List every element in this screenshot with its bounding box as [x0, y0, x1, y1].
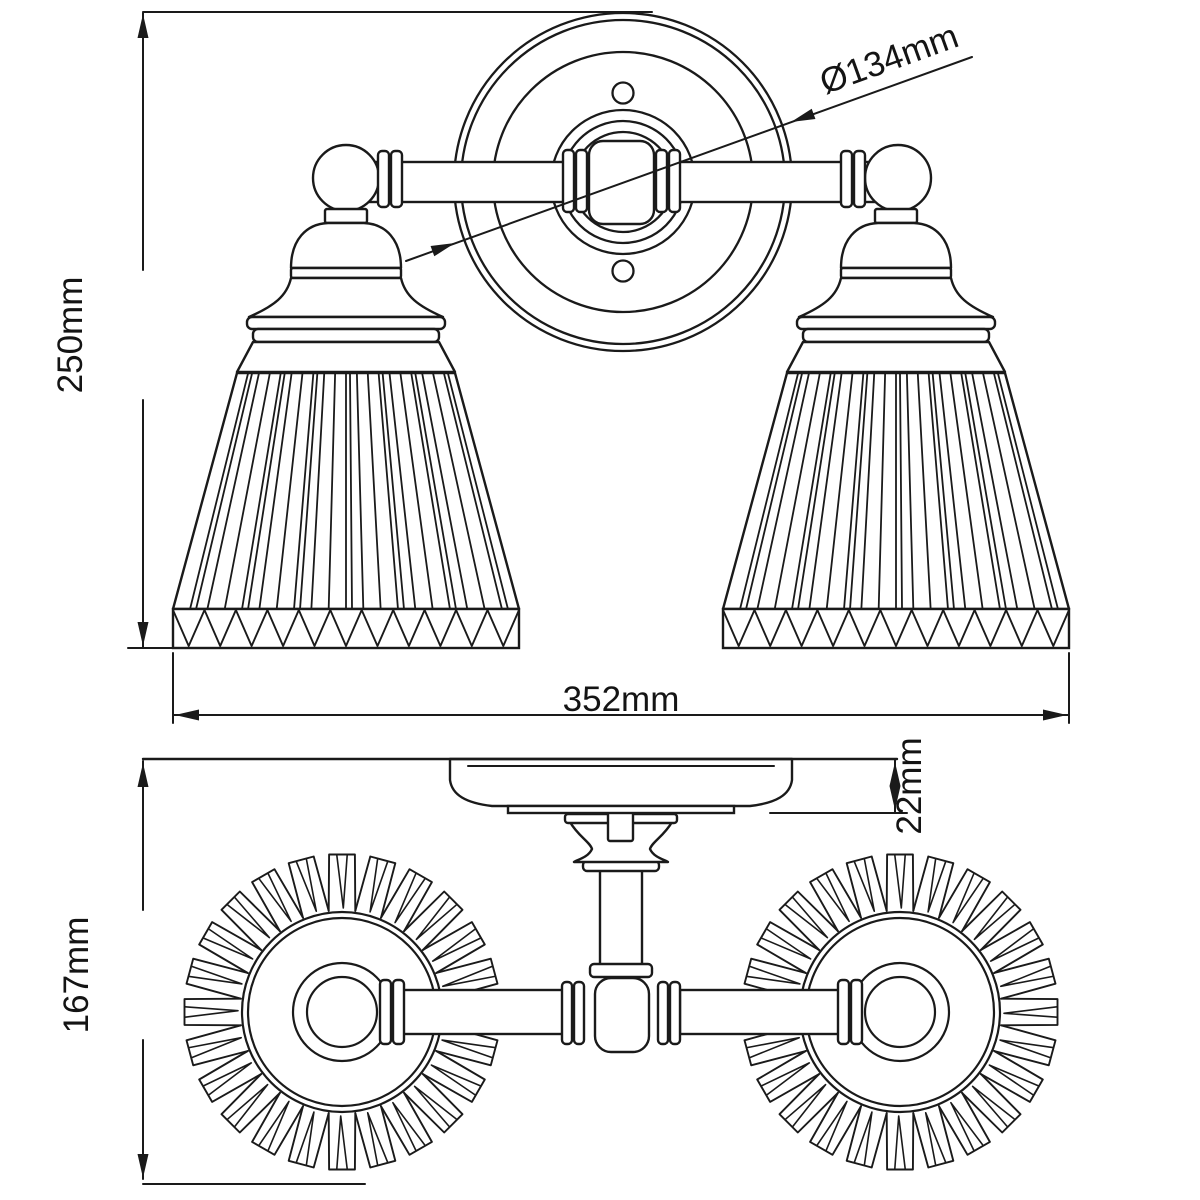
- front-elevation-view: [171, 11, 1071, 650]
- dimension-labels: 250mm 352mm Ø134mm 167mm 22mm: [51, 16, 963, 1033]
- backplate-thickness-label: 22mm: [890, 737, 929, 834]
- height-dimension-label: 250mm: [51, 277, 90, 394]
- width-dimension-label: 352mm: [563, 680, 680, 719]
- top-plan-view: [141, 757, 1059, 1171]
- dimension-annotations: [127, 11, 1070, 1185]
- depth-dimension-label: 167mm: [57, 917, 96, 1034]
- backplate-diameter-label: Ø134mm: [815, 16, 964, 101]
